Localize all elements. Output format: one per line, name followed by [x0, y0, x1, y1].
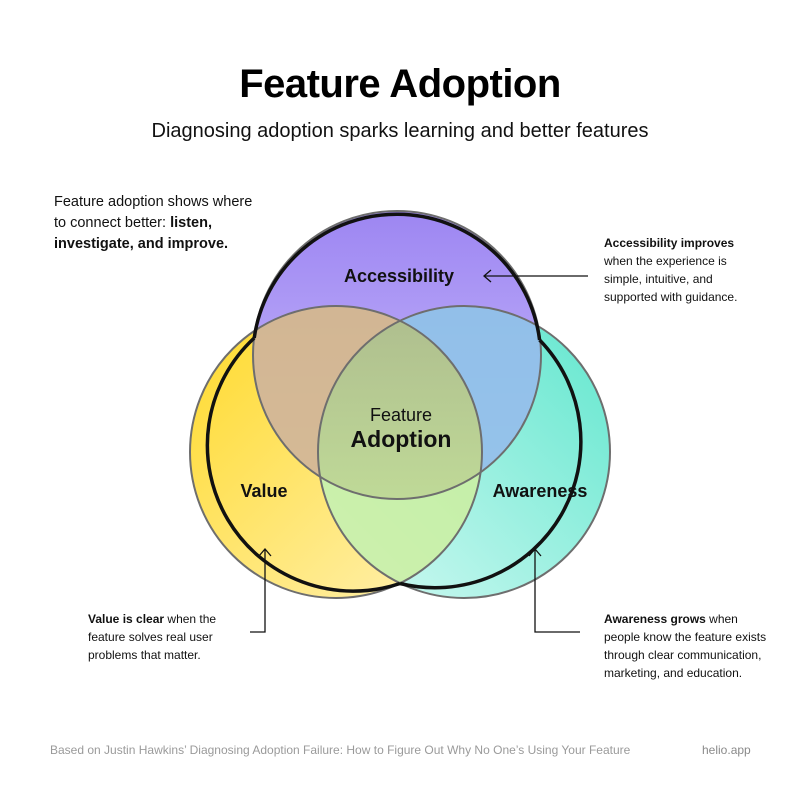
- note-accessibility: Accessibility improves when the experien…: [604, 234, 764, 306]
- note-awareness: Awareness grows when people know the fea…: [604, 610, 774, 682]
- note-awareness-bold: Awareness grows: [604, 612, 706, 626]
- overlap-center: [318, 306, 482, 499]
- intro-bold: listen, investigate, and improve.: [54, 215, 229, 252]
- note-awareness-text: when people know the feature exists thro…: [604, 612, 767, 680]
- outline-outer-accessibility: [252, 212, 542, 341]
- footer-credit: Based on Justin Hawkins’ Diagnosing Adop…: [50, 743, 631, 757]
- intro-text: Feature adoption shows where to connect …: [54, 192, 264, 255]
- label-accessibility: Accessibility: [344, 266, 454, 286]
- center-label-line2: Adoption: [351, 426, 452, 452]
- page-title: Feature Adoption: [239, 62, 561, 106]
- arrow-accessibility: [483, 269, 588, 283]
- page-subtitle: Diagnosing adoption sparks learning and …: [151, 120, 649, 142]
- outline-inner-accessibility: [252, 210, 542, 500]
- arrow-value: [250, 548, 272, 633]
- label-awareness: Awareness: [493, 481, 588, 501]
- note-accessibility-bold: Accessibility improves: [604, 236, 735, 250]
- footer-site-link[interactable]: helio.app: [702, 743, 751, 757]
- note-value-bold: Value is clear: [88, 612, 165, 626]
- intro-plain: Feature adoption shows where to connect …: [54, 194, 253, 231]
- outline-outer-awareness: [399, 338, 583, 590]
- center-label-line1: Feature: [370, 405, 432, 425]
- arrow-awareness: [528, 548, 580, 633]
- note-value: Value is clear when the feature solves r…: [88, 610, 238, 664]
- note-accessibility-text: when the experience is simple, intuitive…: [604, 254, 738, 304]
- outline-outer-value: [205, 336, 401, 593]
- label-value: Value: [240, 481, 287, 501]
- outline-inner-awareness: [317, 305, 611, 599]
- outline-inner-value: [189, 305, 483, 599]
- note-value-text: when the feature solves real user proble…: [88, 612, 217, 662]
